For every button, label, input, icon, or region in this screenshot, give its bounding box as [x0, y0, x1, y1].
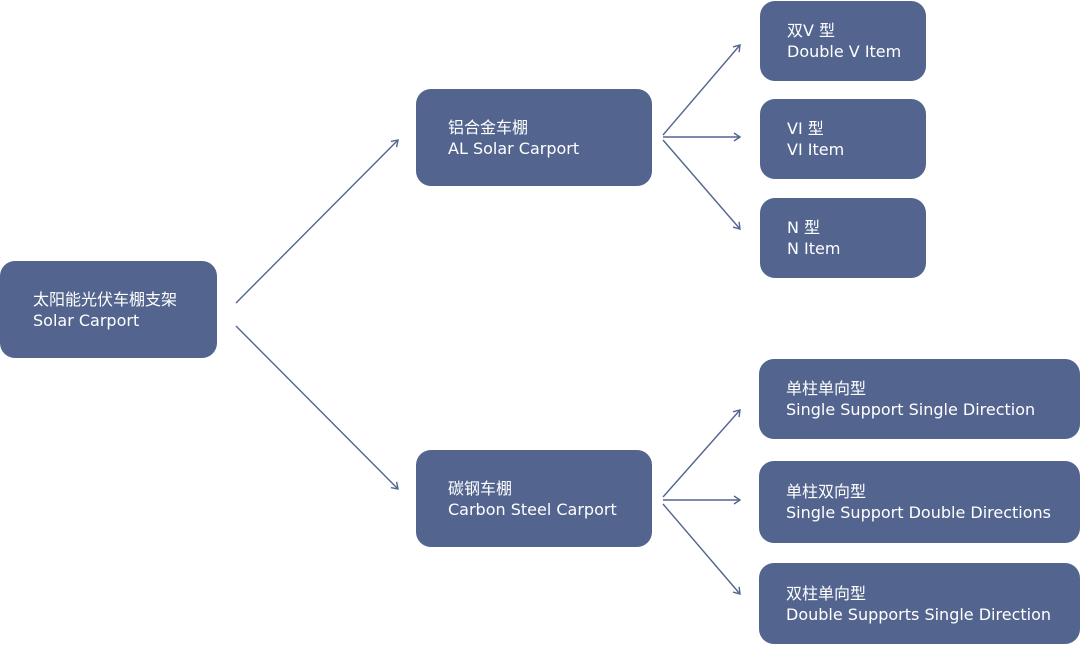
node-label-en: Double Supports Single Direction [786, 604, 1052, 624]
node-carbon-steel-carport: 碳钢车棚 Carbon Steel Carport [416, 450, 652, 547]
node-label-en: Double V Item [787, 42, 902, 61]
node-n-item: N 型 N Item [760, 198, 926, 278]
arrow-al-to-double-v [662, 44, 741, 136]
node-label-en: AL Solar Carport [448, 138, 580, 158]
arrow-root-to-carbon-steel [235, 325, 399, 490]
node-label-en: Single Support Double Directions [786, 503, 1052, 522]
arrow-al-to-n [662, 139, 741, 230]
node-label-zh: 铝合金车棚 [448, 117, 529, 137]
node-label-en: N Item [787, 239, 841, 258]
node-label-zh: VI 型 [787, 119, 824, 138]
node-label-en: Single Support Single Direction [786, 400, 1036, 419]
node-label-zh: 碳钢车棚 [448, 478, 513, 498]
node-single-support-double-directions: 单柱双向型 Single Support Double Directions [759, 461, 1080, 543]
node-single-support-single-direction: 单柱单向型 Single Support Single Direction [759, 359, 1080, 439]
node-label-en: VI Item [787, 140, 845, 159]
node-label-zh: 双V 型 [787, 21, 836, 40]
node-label-zh: 单柱单向型 [786, 379, 867, 398]
node-vi-item: VI 型 VI Item [760, 99, 926, 179]
node-label-zh: 单柱双向型 [786, 482, 867, 501]
arrow-root-to-al [235, 139, 399, 304]
node-double-supports-single-direction: 双柱单向型 Double Supports Single Direction [759, 563, 1080, 644]
arrow-cs-to-double-single [662, 503, 741, 595]
node-label-zh: N 型 [787, 218, 821, 237]
node-label-zh: 太阳能光伏车棚支架 [33, 289, 178, 309]
arrow-cs-to-single-single [662, 409, 741, 498]
node-label-en: Solar Carport [33, 310, 140, 330]
node-al-solar-carport: 铝合金车棚 AL Solar Carport [416, 89, 652, 186]
node-double-v-item: 双V 型 Double V Item [760, 1, 926, 81]
node-label-zh: 双柱单向型 [786, 583, 867, 603]
node-label-en: Carbon Steel Carport [448, 499, 617, 519]
node-solar-carport: 太阳能光伏车棚支架 Solar Carport [0, 261, 217, 358]
